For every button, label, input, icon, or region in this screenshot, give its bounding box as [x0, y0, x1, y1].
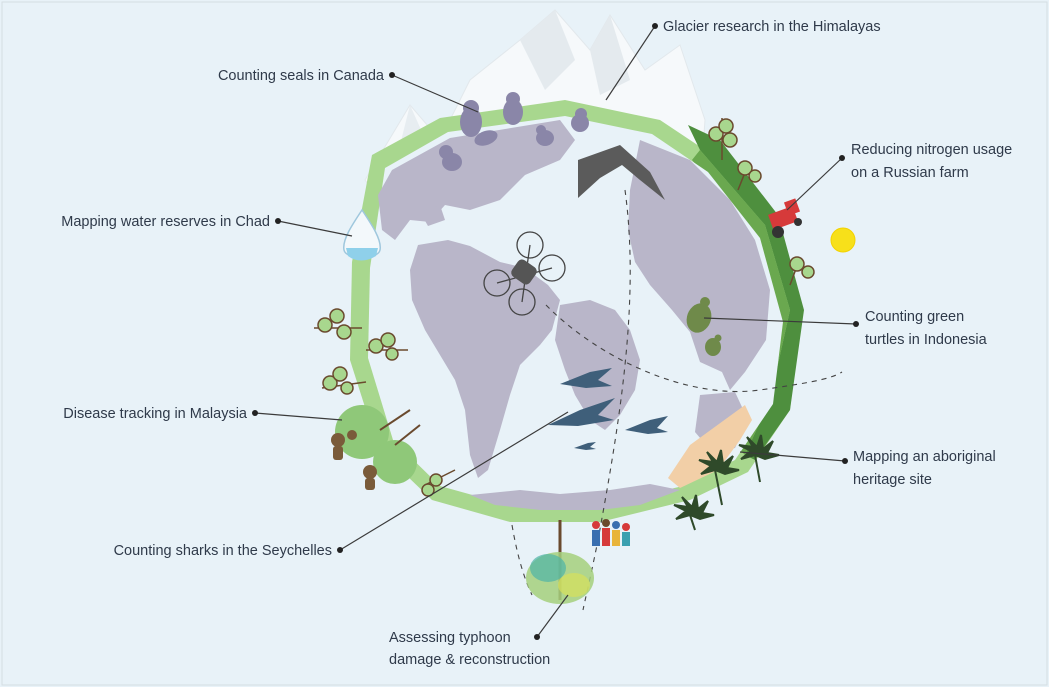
callout-aboriginal-line2: heritage site	[853, 472, 932, 488]
seal-icon	[439, 92, 589, 171]
callout-seals: Counting seals in Canada	[218, 68, 385, 84]
shark-icon	[548, 368, 668, 450]
callout-nitrogen-line2: on a Russian farm	[851, 165, 969, 181]
turtle-icon	[686, 297, 722, 356]
monkey-icon	[331, 405, 421, 490]
callout-glacier: Glacier research in the Himalayas	[663, 19, 881, 35]
mangrove-tree-icon	[526, 520, 594, 604]
eurasia-land	[628, 140, 770, 390]
callout-labels: Glacier research in the Himalayas Counti…	[61, 19, 1012, 668]
callout-disease: Disease tracking in Malaysia	[63, 406, 248, 422]
fixed-wing-drone-icon	[578, 145, 665, 200]
africa-land	[555, 300, 640, 430]
water-drop-icon	[343, 208, 381, 261]
sun-icon	[830, 227, 856, 253]
callout-water: Mapping water reserves in Chad	[61, 214, 270, 230]
drone-icon	[483, 231, 566, 316]
antarctica-land	[470, 484, 680, 510]
leader-lines	[252, 23, 859, 640]
callout-turtles-line1: Counting green	[865, 309, 964, 325]
people-group-icon	[592, 519, 630, 546]
callout-nitrogen-line1: Reducing nitrogen usage	[851, 142, 1012, 158]
callout-typhoon-line1: Assessing typhoon	[389, 630, 511, 646]
callout-typhoon-line2: damage & reconstruction	[389, 652, 550, 668]
tractor-icon	[768, 198, 802, 238]
callout-sharks: Counting sharks in the Seychelles	[114, 543, 332, 559]
callout-aboriginal-line1: Mapping an aboriginal	[853, 449, 996, 465]
tree-icon	[314, 118, 815, 497]
callout-turtles-line2: turtles in Indonesia	[865, 332, 988, 348]
